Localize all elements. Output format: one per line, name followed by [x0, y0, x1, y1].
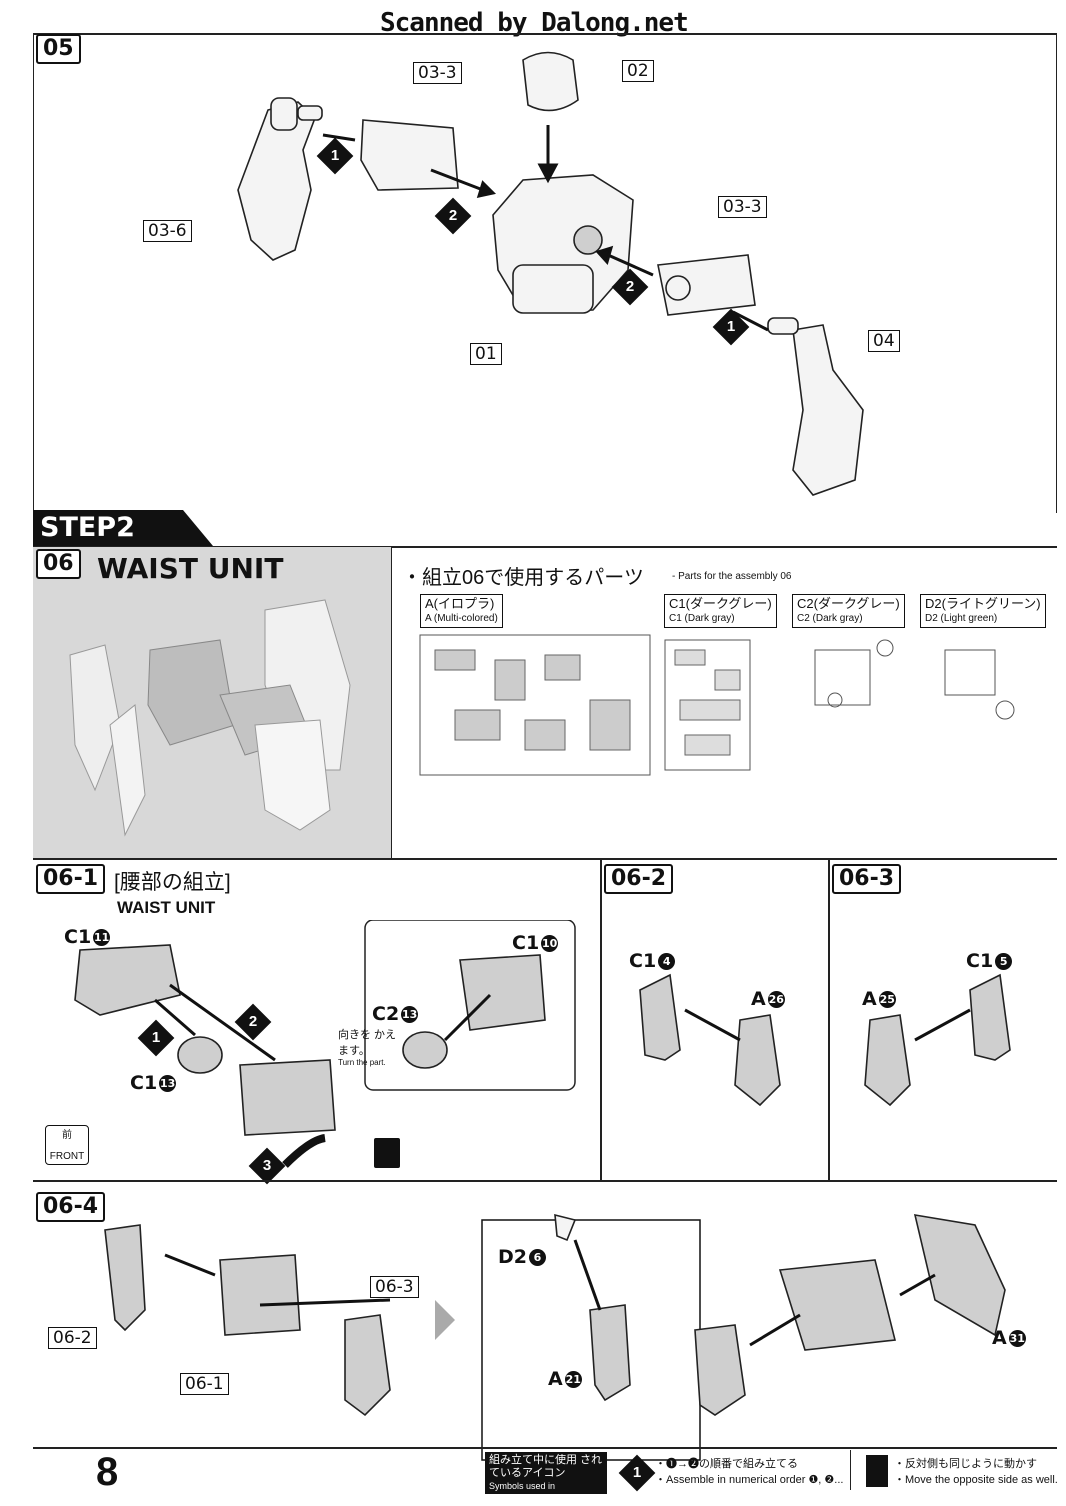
step06-1-order-1: 1 — [137, 1019, 175, 1057]
step05-id: 05 — [36, 34, 81, 64]
runner-d2-header: D2(ライトグリーン)D2 (Light green) — [920, 594, 1046, 628]
step06-3-id: 06-3 — [832, 864, 902, 894]
mirror-icon — [374, 1138, 400, 1168]
step06-2-illustration — [639, 973, 781, 1107]
label-04: 04 — [868, 330, 900, 352]
order-2-right: 2 — [611, 268, 649, 306]
step2-banner-text: STEP2 — [40, 512, 135, 543]
parts-heading-en: - Parts for the assembly 06 — [672, 571, 792, 582]
label-03-6: 03-6 — [143, 220, 192, 242]
label-02: 02 — [622, 60, 654, 82]
step06-1-title-jp: [腰部の組立] — [114, 871, 231, 894]
step06-2-id: 06-2 — [604, 864, 674, 894]
legend-order-text: ・❶→❷の順番で組み立てる ・Assemble in numerical ord… — [655, 1458, 844, 1486]
step06-3-illustration — [864, 973, 1011, 1107]
step06-1-id: 06-1 — [36, 864, 106, 894]
label-06-2: 06-2 — [48, 1327, 97, 1349]
order-1-right: 1 — [712, 308, 750, 346]
legend-order-icon: 1 — [618, 1454, 656, 1492]
step06-title: WAIST UNIT — [97, 552, 284, 585]
turn-part-note: 向きを かえます。Turn the part. — [338, 1029, 397, 1067]
step05-frame — [33, 33, 1057, 513]
step06-id: 06 — [36, 549, 81, 579]
label-03-3-right: 03-3 — [718, 196, 767, 218]
step06-1-order-2: 2 — [234, 1003, 272, 1041]
runner-diagrams — [419, 634, 1015, 776]
step06-1-title-en: WAIST UNIT — [117, 898, 216, 917]
label-06-3: 06-3 — [370, 1276, 419, 1298]
step06-4-illustration — [104, 1213, 1006, 1461]
order-1-left: 1 — [316, 137, 354, 175]
legend-mirror-text: ・反対側も同じように動かす ・Move the opposite side as… — [894, 1458, 1058, 1486]
runner-a-header: A(イロプラ)A (Multi-colored) — [420, 594, 503, 628]
step05-illustration — [237, 51, 864, 496]
waist-unit-photo — [69, 599, 351, 837]
runner-c2-header: C2(ダークグレー)C2 (Dark gray) — [792, 594, 905, 628]
label-01: 01 — [470, 343, 502, 365]
page-number: 8 — [96, 1450, 119, 1494]
step06-1-order-3: 3 — [248, 1147, 286, 1185]
order-2-left: 2 — [434, 197, 472, 235]
parts-heading-jp: ・組立06で使用するパーツ — [402, 567, 644, 589]
legend-title: 組み立て中に使用 されているアイコン Symbols used in instr… — [485, 1452, 607, 1504]
runner-c1-header: C1(ダークグレー)C1 (Dark gray) — [664, 594, 777, 628]
legend-mirror-icon — [866, 1455, 888, 1487]
label-03-3-top: 03-3 — [413, 62, 462, 84]
step2-banner — [33, 510, 213, 546]
label-06-1: 06-1 — [180, 1373, 229, 1395]
step06-4-id: 06-4 — [36, 1192, 106, 1222]
step06-1-illustration — [74, 920, 576, 1168]
